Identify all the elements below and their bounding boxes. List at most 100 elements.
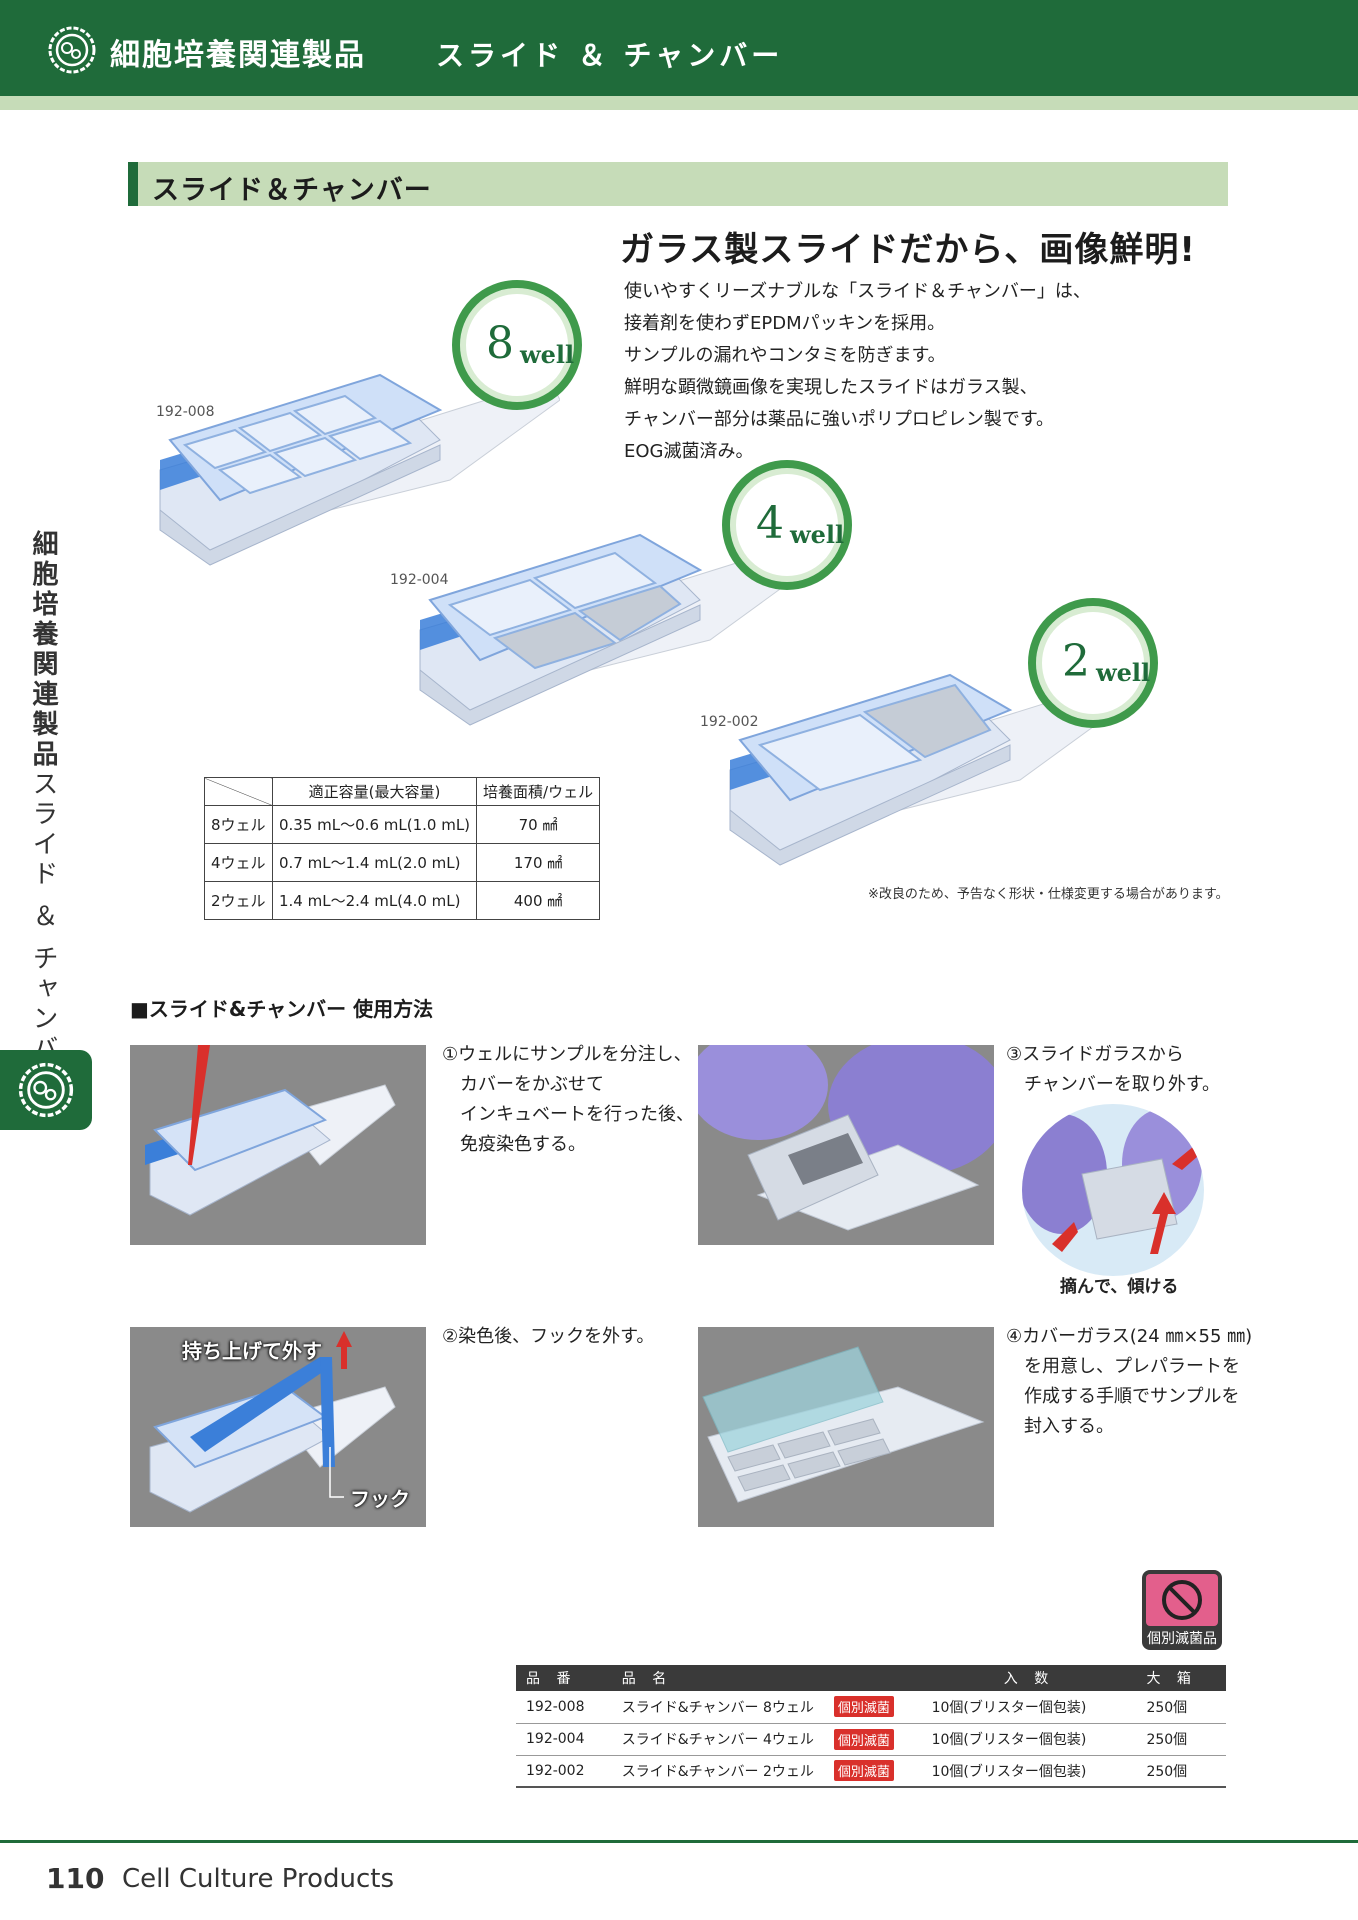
- description-line: 使いやすくリーズナブルな「スライド＆チャンバー」は、: [624, 281, 1091, 302]
- step-line: 作成する手順でサンプルを: [1006, 1386, 1240, 1407]
- step3-detail-caption: 摘んで、傾ける: [1060, 1277, 1179, 1297]
- table-row: 192-004 スライド&チャンバー 4ウェル 個別滅菌 10個(ブリスター個包…: [516, 1723, 1226, 1756]
- step2-text: ②染色後、フックを外す。: [442, 1322, 654, 1352]
- product-8well-image: [159, 373, 560, 566]
- step-line: を用意し、プレパラートを: [1006, 1356, 1240, 1377]
- step3-photo: [698, 1045, 994, 1245]
- order-header-box: 大 箱: [1136, 1665, 1226, 1691]
- cell-logo-icon: [18, 1062, 74, 1118]
- spec-row-area: 170 ㎟: [476, 843, 601, 882]
- product-code-label: 192-002: [700, 714, 759, 730]
- spec-row-volume: 1.4 mL～2.4 mL(4.0 mL): [271, 881, 478, 920]
- description-line: EOG滅菌済み。: [624, 441, 754, 462]
- badge-number: 8: [486, 318, 514, 369]
- step1-text: ①ウェルにサンプルを分注し、 カバーをかぶせて インキュベートを行った後、 免疫…: [442, 1040, 694, 1160]
- product-code-label: 192-008: [156, 404, 215, 420]
- table-row: 192-002 スライド&チャンバー 2ウェル 個別滅菌 10個(ブリスター個包…: [516, 1755, 1226, 1788]
- spec-row-area: 400 ㎟: [476, 881, 601, 920]
- section-title: スライド＆チャンバー: [152, 175, 432, 206]
- step-line: 封入する。: [1006, 1416, 1114, 1437]
- order-code: 192-004: [516, 1723, 612, 1756]
- step-line: 免疫染色する。: [442, 1134, 586, 1155]
- step-line: カバーをかぶせて: [442, 1074, 604, 1095]
- disclaimer-note: ※改良のため、予告なく形状・仕様変更する場合があります。: [868, 887, 1229, 902]
- sterile-tag: 個別滅菌: [833, 1760, 894, 1782]
- header-title: 細胞培養関連製品: [110, 38, 366, 73]
- sterile-badge: 個別滅菌品: [1142, 1570, 1222, 1650]
- order-header-tag: [823, 1665, 922, 1691]
- up-arrow-icon: [336, 1331, 352, 1369]
- side-vertical-sub: スライド ＆ チャンバー: [28, 770, 58, 1095]
- spec-row-label: 4ウェル: [204, 843, 273, 882]
- spec-row-volume: 0.35 mL～0.6 mL(1.0 mL): [271, 805, 478, 844]
- header-strip: [0, 96, 1358, 110]
- photo-label-hook: フック: [350, 1487, 410, 1511]
- table-row: 192-008 スライド&チャンバー 8ウェル 個別滅菌 10個(ブリスター個包…: [516, 1691, 1226, 1724]
- order-name: スライド&チャンバー 4ウェル: [611, 1723, 824, 1756]
- spec-header-volume: 適正容量(最大容量): [271, 777, 478, 806]
- step-line: ③スライドガラスから: [1006, 1044, 1184, 1065]
- badge-word: well: [790, 520, 845, 549]
- badge-word: well: [520, 340, 575, 369]
- footer-line: [0, 1840, 1358, 1843]
- table-row: 4ウェル 0.7 mL～1.4 mL(2.0 mL) 170 ㎟: [204, 843, 601, 882]
- side-vertical-title: 細胞培養関連製品スライド ＆ チャンバー: [22, 530, 62, 1121]
- step-line: ②染色後、フックを外す。: [442, 1326, 655, 1347]
- badge-2-well: 2 well: [1028, 598, 1158, 728]
- step3-text: ③スライドガラスから チャンバーを取り外す。: [1006, 1040, 1220, 1100]
- product-2well-image: [729, 673, 1130, 866]
- order-qty: 10個(ブリスター個包装): [921, 1723, 1137, 1756]
- side-tab: [0, 1050, 92, 1130]
- cell-logo-icon: [48, 26, 96, 74]
- order-box: 250個: [1136, 1691, 1226, 1724]
- order-name: スライド&チャンバー 2ウェル: [611, 1755, 824, 1788]
- order-table: 品 番 品 名 入 数 大 箱 192-008 スライド&チャンバー 8ウェル …: [516, 1665, 1226, 1788]
- order-header-qty: 入 数: [921, 1665, 1137, 1691]
- red-arrow-icon: [1150, 1192, 1176, 1254]
- order-box: 250個: [1136, 1755, 1226, 1788]
- red-arrow-icon: [1172, 1146, 1198, 1170]
- photo-label-lift: 持ち上げて外す: [182, 1339, 322, 1363]
- headline: ガラス製スライドだから、画像鮮明!: [620, 230, 1196, 270]
- step1-photo: [130, 1045, 426, 1245]
- step3-detail-photo: [1022, 1104, 1204, 1276]
- spec-header-area: 培養面積/ウェル: [476, 777, 601, 806]
- badge-4-well: 4 well: [722, 460, 852, 590]
- spec-table: 適正容量(最大容量) 培養面積/ウェル 8ウェル 0.35 mL～0.6 mL(…: [204, 777, 601, 920]
- header-subtitle: スライド ＆ チャンバー: [436, 39, 784, 72]
- order-box: 250個: [1136, 1723, 1226, 1756]
- step-line: ①ウェルにサンプルを分注し、: [442, 1044, 692, 1065]
- step-line: インキュベートを行った後、: [442, 1104, 694, 1125]
- product-code-label: 192-004: [390, 572, 449, 588]
- description-line: 鮮明な顕微鏡画像を実現したスライドはガラス製、: [624, 377, 1038, 398]
- step-line: チャンバーを取り外す。: [1006, 1074, 1221, 1095]
- order-qty: 10個(ブリスター個包装): [921, 1691, 1137, 1724]
- side-vertical-main: 細胞培養関連製品: [28, 530, 58, 770]
- order-qty: 10個(ブリスター個包装): [921, 1755, 1137, 1788]
- order-name: スライド&チャンバー 8ウェル: [611, 1691, 824, 1724]
- table-row: 2ウェル 1.4 mL～2.4 mL(4.0 mL) 400 ㎟: [204, 881, 601, 920]
- badge-8-well: 8 well: [452, 280, 582, 410]
- sterile-badge-label: 個別滅菌品: [1147, 1631, 1217, 1647]
- badge-number: 2: [1062, 636, 1090, 687]
- description-line: 接着剤を使わずEPDMパッキンを採用。: [624, 313, 946, 334]
- product-4well-image: [419, 533, 820, 726]
- order-code: 192-008: [516, 1691, 612, 1724]
- step2-photo: 持ち上げて外す フック: [130, 1327, 426, 1527]
- step4-text: ④カバーガラス(24 ㎜×55 ㎜) を用意し、プレパラートを 作成する手順でサ…: [1006, 1322, 1252, 1442]
- badge-number: 4: [756, 498, 784, 549]
- badge-word: well: [1096, 658, 1151, 687]
- description: 使いやすくリーズナブルな「スライド＆チャンバー」は、 接着剤を使わずEPDMパッ…: [624, 276, 1144, 468]
- section-title-bar: スライド＆チャンバー: [128, 162, 1228, 206]
- sterile-tag: 個別滅菌: [833, 1728, 894, 1750]
- step-line: ④カバーガラス(24 ㎜×55 ㎜): [1006, 1326, 1253, 1347]
- table-row: 8ウェル 0.35 mL～0.6 mL(1.0 mL) 70 ㎟: [204, 805, 601, 844]
- footer-text: Cell Culture Products: [122, 1864, 395, 1894]
- spec-table-corner: [204, 777, 273, 806]
- usage-title: ■スライド&チャンバー 使用方法: [130, 997, 434, 1021]
- page-number: 110: [46, 1862, 105, 1895]
- order-code: 192-002: [516, 1755, 612, 1788]
- red-arrow-icon: [1052, 1222, 1078, 1252]
- no-bacteria-icon: [1146, 1574, 1218, 1626]
- spec-row-area: 70 ㎟: [476, 805, 601, 844]
